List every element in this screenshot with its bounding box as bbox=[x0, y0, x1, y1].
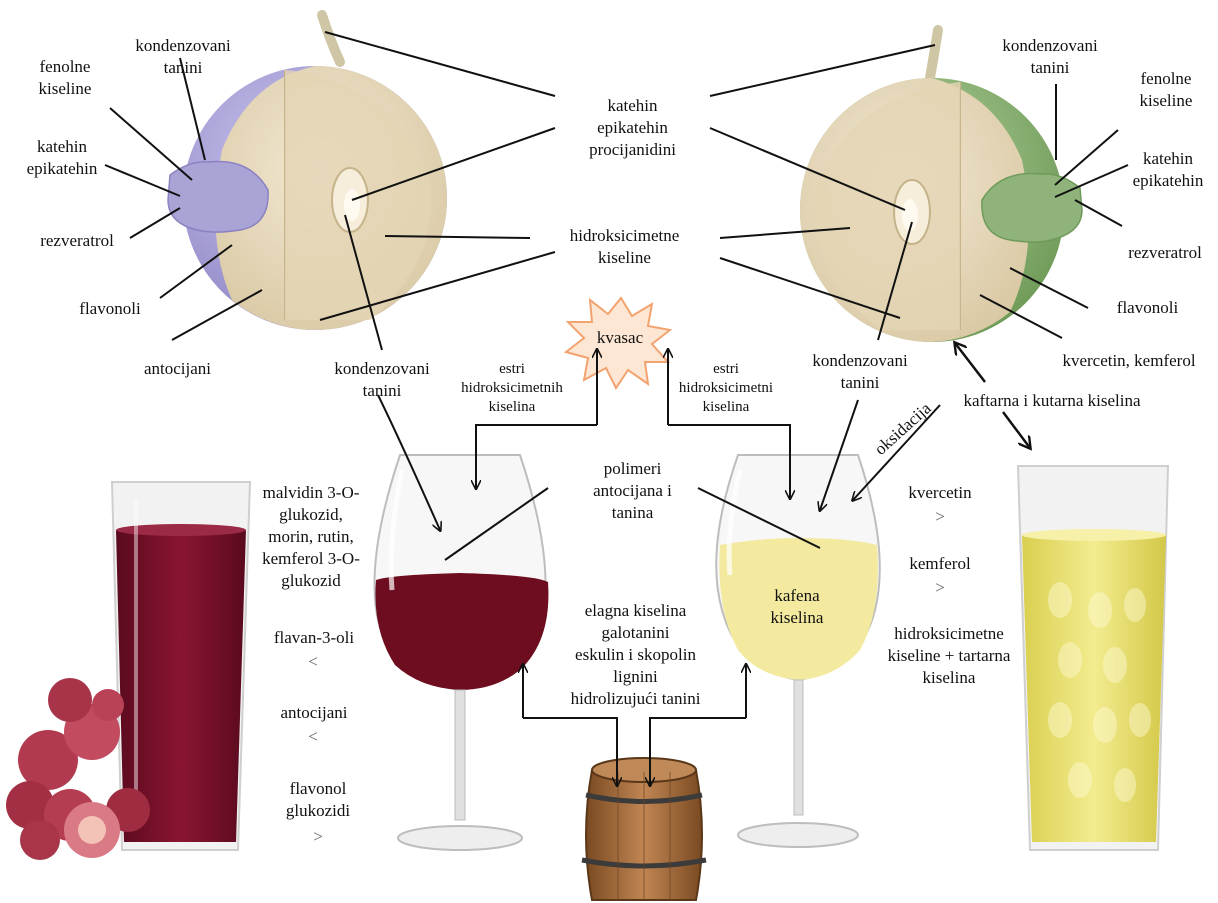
label-hidroksicimetne-kiseline: hidroksicimetne kiseline bbox=[532, 225, 717, 269]
white-juice-glass bbox=[1018, 466, 1168, 850]
label-right-kondenzovani-tanini-seed: kondenzovani tanini bbox=[790, 350, 930, 394]
label-left-katehin-epikatehin: katehin epikatehin bbox=[12, 136, 112, 180]
label-kvasac: kvasac bbox=[590, 327, 650, 349]
label-kemferol: kemferol bbox=[890, 553, 990, 575]
label-left-fenolne-kiseline: fenolne kiseline bbox=[20, 56, 110, 100]
label-right-kvercetin-kemferol: kvercetin, kemferol bbox=[1040, 350, 1218, 372]
label-left-antocijani: antocijani bbox=[120, 358, 235, 380]
label-right-fenolne-kiseline: fenolne kiseline bbox=[1120, 68, 1212, 112]
label-estri-left: estri hidroksicimetnih kiselina bbox=[452, 360, 572, 417]
label-malvidin: malvidin 3-O- glukozid, morin, rutin, ke… bbox=[250, 482, 372, 592]
symbol-greater-than-2: > bbox=[925, 506, 955, 528]
symbol-less-than-1: < bbox=[298, 651, 328, 673]
white-wine-glass bbox=[716, 455, 880, 847]
label-polimeri: polimeri antocijana i tanina bbox=[570, 458, 695, 524]
symbol-greater-than-1: > bbox=[303, 826, 333, 848]
label-right-katehin-epikatehin: katehin epikatehin bbox=[1118, 148, 1218, 192]
label-kafena-kiselina: kafena kiselina bbox=[752, 585, 842, 629]
label-left-flavonoli: flavonoli bbox=[55, 298, 165, 320]
label-antocijani-list: antocijani bbox=[258, 702, 370, 724]
symbol-less-than-2: < bbox=[298, 726, 328, 748]
label-kaftarna-kutarna: kaftarna i kutarna kiselina bbox=[936, 390, 1168, 412]
label-left-kondenzovani-tanini-seed: kondenzovani tanini bbox=[312, 358, 452, 402]
label-barrel-compounds: elagna kiselina galotanini eskulin i sko… bbox=[548, 600, 723, 710]
label-katehin-procijanidini: katehin epikatehin procijanidini bbox=[560, 95, 705, 161]
oak-barrel bbox=[582, 758, 706, 900]
label-hidroksicimetne-tartarna: hidroksicimetne kiseline + tartarna kise… bbox=[868, 623, 1030, 689]
label-flavan-3-oli: flavan-3-oli bbox=[255, 627, 373, 649]
label-right-kondenzovani-tanini: kondenzovani tanini bbox=[985, 35, 1115, 79]
red-wine-glass bbox=[374, 455, 548, 850]
label-left-rezveratrol: rezveratrol bbox=[22, 230, 132, 252]
symbol-greater-than-3: > bbox=[925, 577, 955, 599]
label-estri-right: estri hidroksicimetni kiselina bbox=[666, 360, 786, 417]
label-right-rezveratrol: rezveratrol bbox=[1112, 242, 1218, 264]
label-right-flavonoli: flavonoli bbox=[1090, 297, 1205, 319]
label-flavonol-glukozidi: flavonol glukozidi bbox=[258, 778, 378, 822]
label-kvercetin: kvercetin bbox=[890, 482, 990, 504]
label-left-kondenzovani-tanini: kondenzovani tanini bbox=[118, 35, 248, 79]
